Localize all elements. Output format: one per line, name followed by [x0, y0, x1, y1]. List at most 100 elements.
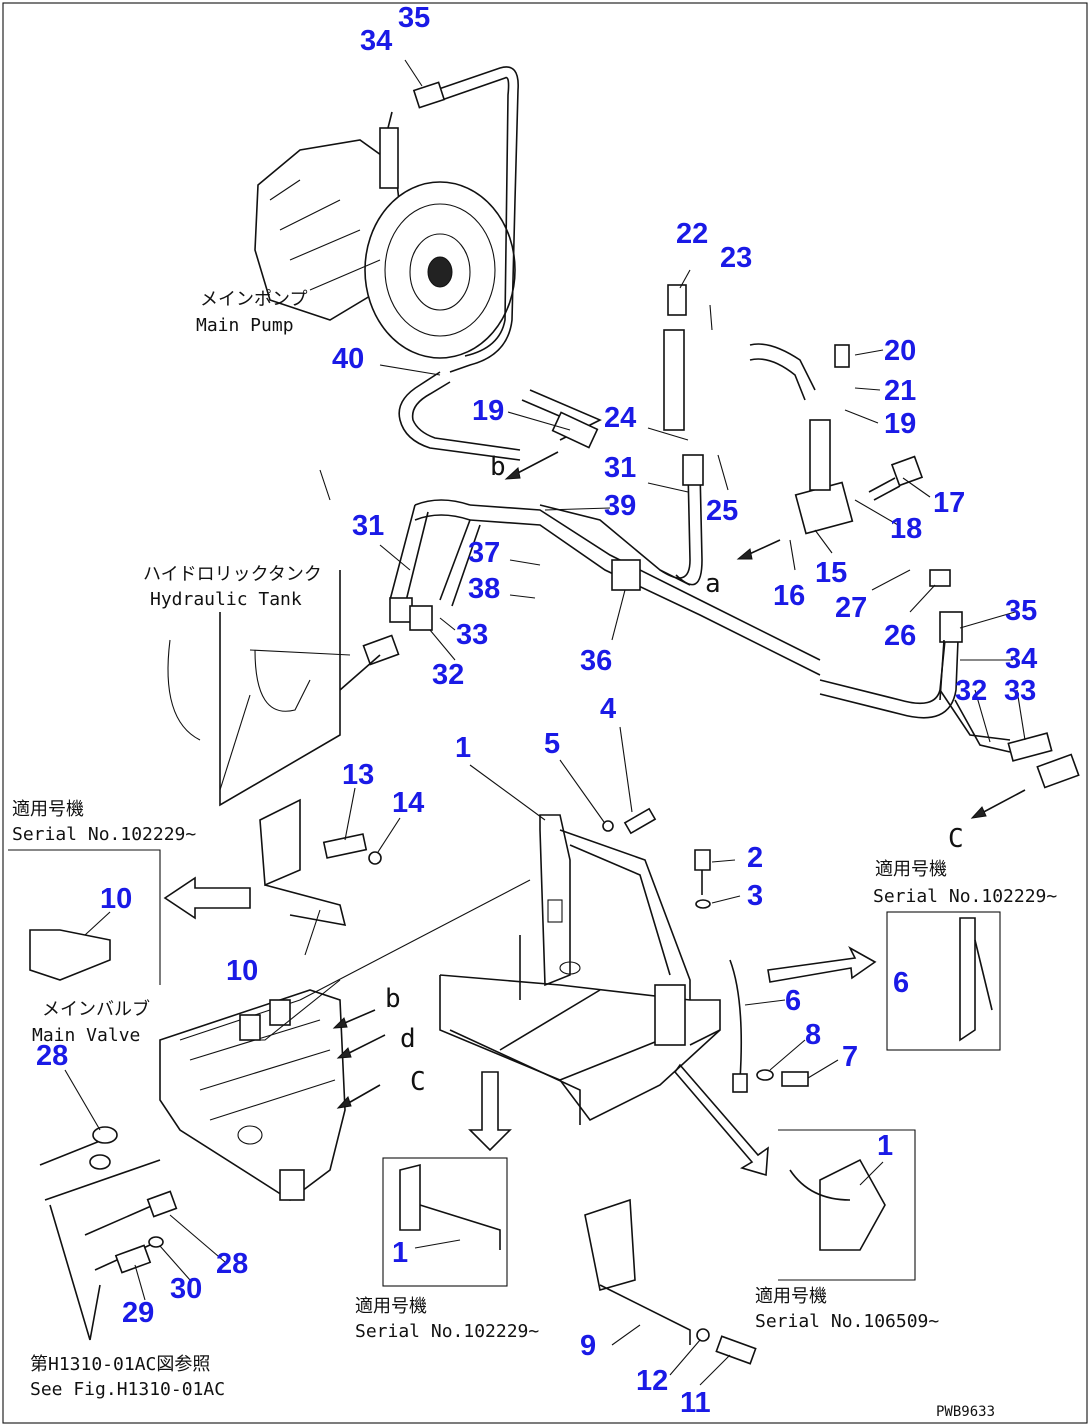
callout-38: 38 [468, 573, 500, 605]
callout-6: 6 [893, 967, 909, 999]
letter-b1: b [490, 452, 506, 482]
pump-hose-inner [435, 76, 510, 357]
inset-6 [767, 911, 1001, 1051]
serial-d-en: Serial No.106509~ [755, 1311, 939, 1332]
callout-10: 10 [226, 955, 258, 987]
pump-hose [429, 66, 519, 373]
bracket-frame [439, 814, 721, 1125]
inset-1a [382, 1071, 512, 1287]
tube-assembly [339, 284, 1080, 789]
inset-10 [8, 798, 382, 985]
fasteners [602, 807, 809, 1093]
letter-a: a [705, 569, 721, 599]
port-arrows [332, 451, 1026, 1109]
see-fig-jp: 第H1310-01AC図参照 [30, 1354, 210, 1375]
main-valve [159, 989, 346, 1201]
hyd-tank-label-en: Hydraulic Tank [150, 589, 302, 610]
callout-19: 19 [884, 408, 916, 440]
letter-d: d [400, 1024, 416, 1054]
callout-34: 34 [360, 25, 392, 57]
callout-15: 15 [815, 557, 847, 589]
callout-1: 1 [392, 1237, 408, 1269]
callout-27: 27 [835, 592, 867, 624]
callout-14: 14 [392, 787, 424, 819]
hose-fitting-34 [412, 81, 446, 109]
main-valve-label-jp: メインバルブ [42, 998, 150, 1020]
callout-3: 3 [747, 880, 763, 912]
callout-8: 8 [805, 1019, 821, 1051]
serial-a-en: Serial No.102229~ [12, 824, 196, 845]
arrow-left [163, 876, 251, 920]
callout-2: 2 [747, 842, 763, 874]
callout-18: 18 [890, 513, 922, 545]
letter-c2: C [948, 824, 964, 854]
callout-9: 9 [580, 1330, 596, 1362]
fitting-26 [929, 569, 951, 587]
callout-1: 1 [877, 1130, 893, 1162]
arrow-right [767, 946, 877, 983]
callout-26: 26 [884, 620, 916, 652]
callout-32: 32 [955, 675, 987, 707]
hyd-tank-label-jp: ハイドロリックタンク [143, 564, 322, 585]
callout-30: 30 [170, 1273, 202, 1305]
callout-25: 25 [706, 495, 738, 527]
callout-36: 36 [580, 645, 612, 677]
callout-23: 23 [720, 242, 752, 274]
callout-numbers: 34 35 40 22 23 20 21 19 19 24 31 39 25 1… [36, 2, 1037, 1419]
callout-28: 28 [36, 1040, 68, 1072]
serial-b-jp: 適用号機 [355, 1296, 427, 1317]
arrow-diag [673, 1063, 769, 1177]
serial-c-en: Serial No.102229~ [873, 886, 1057, 907]
main-valve-label-en: Main Valve [32, 1025, 140, 1046]
callout-12: 12 [636, 1365, 668, 1397]
callout-20: 20 [884, 335, 916, 367]
fitting-35 [939, 611, 963, 643]
bolt-20 [834, 344, 850, 368]
main-pump [254, 111, 516, 359]
callout-7: 7 [842, 1041, 858, 1073]
callout-33: 33 [1004, 675, 1036, 707]
see-fig-en: See Fig.H1310-01AC [30, 1379, 225, 1400]
callout-39: 39 [604, 490, 636, 522]
letter-c1: C [410, 1067, 426, 1097]
callout-29: 29 [122, 1297, 154, 1329]
letter-b2: b [385, 984, 401, 1014]
callout-35: 35 [1005, 595, 1037, 627]
callout-17: 17 [933, 487, 965, 519]
arrow-down [468, 1071, 512, 1152]
callout-21: 21 [884, 375, 916, 407]
serial-b-en: Serial No.102229~ [355, 1321, 539, 1342]
callout-37: 37 [468, 537, 500, 569]
callout-33: 33 [456, 619, 488, 651]
leader-lines [64, 59, 1026, 1386]
valve-fittings [39, 1126, 178, 1341]
drawing-code: PWB9633 [936, 1404, 995, 1420]
serial-d-jp: 適用号機 [755, 1286, 827, 1307]
callout-40: 40 [332, 343, 364, 375]
fitting-32 [389, 597, 413, 623]
callout-31: 31 [352, 510, 384, 542]
callout-16: 16 [773, 580, 805, 612]
callout-35: 35 [398, 2, 430, 34]
fitting-17 [890, 455, 924, 487]
hose-22 [663, 329, 685, 431]
callout-32: 32 [432, 659, 464, 691]
text-labels: メインポンプ Main Pump ハイドロリックタンク Hydraulic Ta… [12, 289, 1057, 1420]
inset-1b [673, 1063, 916, 1281]
callout-4: 4 [600, 693, 616, 725]
callout-6: 6 [785, 985, 801, 1017]
callout-28: 28 [216, 1248, 248, 1280]
callout-1: 1 [455, 732, 471, 764]
main-pump-label-en: Main Pump [196, 315, 294, 336]
main-pump-label-jp: メインポンプ [200, 289, 307, 310]
callout-22: 22 [676, 218, 708, 250]
hydraulic-tank [167, 570, 341, 807]
clamp-36 [611, 559, 641, 591]
callout-34: 34 [1005, 643, 1037, 675]
serial-c-jp: 適用号機 [875, 859, 947, 880]
bracket-9 [584, 1198, 757, 1365]
callout-11: 11 [680, 1387, 711, 1419]
callout-5: 5 [544, 728, 560, 760]
